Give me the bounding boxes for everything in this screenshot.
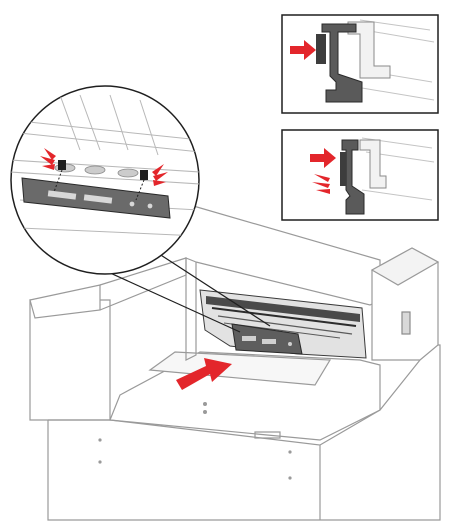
- guide-part-dark: [321, 23, 363, 103]
- magnifier-circle-icon: [10, 85, 200, 275]
- mechanism-rollers: [206, 296, 360, 322]
- right-door: [319, 359, 421, 446]
- detail-panel-bottom: [281, 129, 439, 221]
- right-tower-latch: [401, 311, 411, 335]
- rotation-marks-icon: [312, 174, 330, 194]
- frame-bracket-light: [347, 21, 391, 79]
- red-motion-marks-left-icon: [40, 148, 56, 170]
- detail-panel-top: [281, 14, 439, 114]
- top-opening: [185, 257, 197, 361]
- push-arrow-icon: [290, 40, 316, 60]
- magnifier-callout: [10, 85, 200, 275]
- push-arrow-icon-2: [310, 148, 336, 168]
- red-motion-marks-right-icon: [152, 164, 168, 186]
- right-tower-top: [370, 247, 440, 286]
- finisher-base-front: [29, 299, 111, 421]
- paper-path-mechanism: [199, 289, 367, 359]
- insert-arrow-icon: [176, 358, 232, 390]
- paper-tray: [148, 351, 332, 386]
- finisher-unit: [29, 204, 441, 521]
- frame-bracket-light-2: [359, 139, 387, 189]
